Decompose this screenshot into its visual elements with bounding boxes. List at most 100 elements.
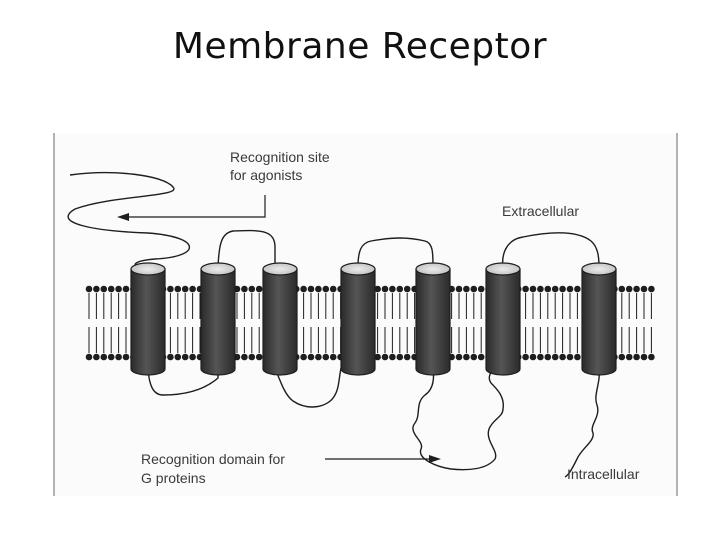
lipid-head: [455, 285, 463, 293]
lipid-head: [181, 285, 189, 293]
lipid-head: [640, 353, 648, 361]
lipid-head: [115, 285, 122, 293]
helix-2: [200, 262, 236, 376]
helix-cap: [262, 262, 298, 276]
lipid-head: [544, 353, 552, 361]
lipid-head: [322, 285, 330, 293]
transmembrane-helices: [130, 262, 617, 376]
extracellular-label: Extracellular: [502, 203, 579, 219]
lipid-head: [537, 353, 544, 361]
lipid-head: [107, 353, 115, 361]
lipid-head: [374, 353, 381, 361]
n-terminal-tail: [67, 171, 191, 268]
lipid-head: [566, 285, 574, 293]
helix-6: [485, 262, 521, 376]
lipid-head: [522, 285, 529, 293]
lipid-head: [255, 285, 263, 293]
lipid-head: [389, 285, 396, 293]
lipid-head: [100, 353, 108, 361]
lipid-head: [381, 353, 389, 361]
g-protein-arrowhead: [429, 455, 441, 463]
lipid-head: [167, 353, 174, 361]
helix-body: [415, 268, 451, 376]
lipid-head: [648, 353, 655, 361]
lipid-head: [618, 353, 626, 361]
lipid-head: [566, 353, 574, 361]
lipid-head: [633, 285, 640, 293]
lipid-head: [529, 353, 537, 361]
lipid-head: [544, 285, 552, 293]
lipid-head: [315, 353, 322, 361]
helix-body: [581, 268, 617, 376]
lipid-head: [85, 353, 93, 361]
lipid-head: [640, 285, 648, 293]
lipid-head: [241, 353, 248, 361]
agonist-site-arrowhead: [117, 213, 129, 221]
lipid-head: [374, 285, 381, 293]
helix-body: [340, 268, 376, 376]
membrane-receptor-figure: Recognition site for agonists Extracellu…: [53, 133, 678, 496]
lipid-head: [329, 285, 337, 293]
lipid-head: [463, 285, 470, 293]
lipid-head: [381, 285, 389, 293]
lipid-head: [648, 285, 655, 293]
helix-5: [415, 262, 451, 376]
agonist-site-label-line1: Recognition site: [230, 149, 330, 165]
helix-7: [581, 262, 617, 376]
lipid-head: [115, 353, 122, 361]
helix-body: [262, 268, 298, 376]
intracellular-loops: [147, 367, 505, 471]
lipid-head: [322, 353, 330, 361]
lipid-head: [389, 353, 396, 361]
lipid-head: [403, 353, 411, 361]
slide-title: Membrane Receptor: [172, 26, 548, 67]
lipid-head: [248, 353, 256, 361]
lipid-head: [100, 285, 108, 293]
helix-cap: [581, 262, 617, 276]
lipid-head: [477, 353, 485, 361]
lipid-head: [248, 285, 256, 293]
intracellular-label: Intracellular: [567, 466, 640, 482]
helix-3: [262, 262, 298, 376]
lipid-head: [625, 285, 633, 293]
lipid-head: [122, 285, 130, 293]
helix-body: [130, 268, 166, 376]
lipid-head: [85, 285, 93, 293]
lipid-head: [93, 353, 100, 361]
lipid-head: [470, 285, 478, 293]
lipid-head: [255, 353, 263, 361]
lipid-head: [618, 285, 626, 293]
g-protein-label-line2: G proteins: [141, 470, 206, 486]
lipid-head: [174, 285, 182, 293]
helix-cap: [200, 262, 236, 276]
lipid-head: [189, 353, 196, 361]
lipid-head: [633, 353, 640, 361]
helix-4: [340, 262, 376, 376]
lipid-head: [174, 353, 182, 361]
lipid-head: [625, 353, 633, 361]
lipid-head: [189, 285, 196, 293]
helix-cap: [485, 262, 521, 276]
lipid-head: [559, 353, 566, 361]
lipid-head: [181, 353, 189, 361]
lipid-head: [93, 285, 100, 293]
lipid-head: [470, 353, 478, 361]
helix-1: [130, 262, 166, 376]
c-terminal-tail: [564, 367, 601, 478]
lipid-head: [477, 285, 485, 293]
lipid-head: [463, 353, 470, 361]
helix-cap: [415, 262, 451, 276]
lipid-head: [537, 285, 544, 293]
lipid-head: [551, 353, 559, 361]
lipid-head: [559, 285, 566, 293]
g-protein-label-line1: Recognition domain for: [141, 451, 285, 467]
lipid-head: [300, 285, 307, 293]
lipid-head: [329, 353, 337, 361]
agonist-site-label-line2: for agonists: [230, 167, 302, 183]
lipid-head: [529, 285, 537, 293]
lipid-head: [574, 285, 581, 293]
helix-cap: [340, 262, 376, 276]
helix-body: [200, 268, 236, 376]
lipid-head: [241, 285, 248, 293]
lipid-head: [522, 353, 529, 361]
